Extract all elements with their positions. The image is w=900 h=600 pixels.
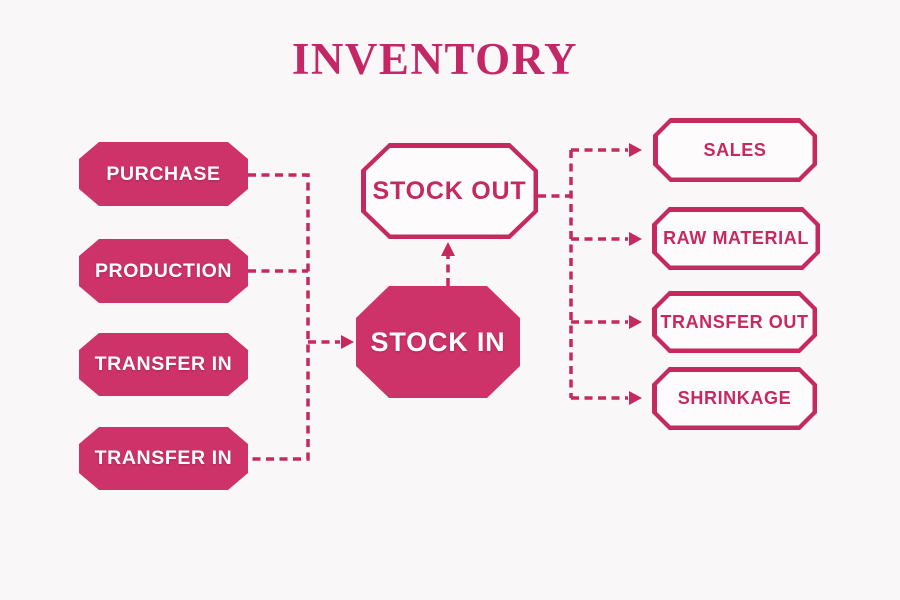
connector-left-collector: [248, 173, 310, 461]
node-purchase: PURCHASE: [79, 142, 248, 206]
node-transfer-out-fill: [657, 296, 813, 349]
arrowhead-sales: [629, 143, 642, 157]
node-stock-out: STOCK OUT: [361, 143, 538, 239]
node-transfer-out: TRANSFER OUT: [652, 291, 817, 353]
node-raw-material: RAW MATERIAL: [652, 207, 820, 270]
node-production: PRODUCTION: [79, 239, 248, 303]
node-stock-in-label: STOCK IN: [370, 326, 506, 357]
node-stock-in: STOCK IN: [356, 286, 520, 398]
node-purchase-label: PURCHASE: [106, 162, 221, 185]
node-transfer-in-2-label: TRANSFER IN: [94, 447, 233, 469]
node-production-label: PRODUCTION: [94, 259, 233, 282]
node-raw-material-label: RAW MATERIAL: [663, 228, 809, 248]
node-transfer-in-1-label: TRANSFER IN: [94, 353, 233, 375]
node-shrinkage-fill: [657, 372, 813, 426]
node-transfer-in-2: TRANSFER IN: [79, 427, 248, 490]
node-transfer-out-label: TRANSFER OUT: [660, 311, 809, 332]
arrowhead-stock-out: [441, 242, 455, 256]
node-shrinkage-label: SHRINKAGE: [677, 388, 792, 408]
node-stock-out-fill: [366, 148, 534, 235]
arrowhead-raw-material: [629, 232, 642, 246]
node-raw-material-fill: [657, 212, 816, 266]
diagram-title: INVENTORY: [291, 34, 579, 84]
node-sales-label: SALES: [703, 139, 767, 160]
arrowhead-stock-in: [341, 335, 354, 349]
node-shrinkage: SHRINKAGE: [652, 367, 817, 430]
arrowhead-shrinkage: [629, 391, 642, 405]
node-transfer-in-1: TRANSFER IN: [79, 333, 248, 396]
arrowhead-transfer-out: [629, 315, 642, 329]
node-stock-out-label: STOCK OUT: [372, 176, 527, 205]
node-sales-fill: [658, 123, 813, 178]
node-sales: SALES: [653, 118, 817, 182]
